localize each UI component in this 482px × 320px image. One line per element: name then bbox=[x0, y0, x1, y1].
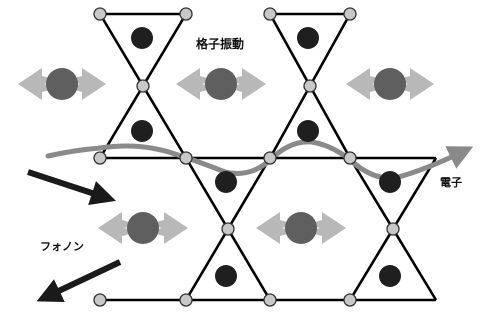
small-atom bbox=[297, 120, 319, 142]
lattice-node bbox=[94, 294, 106, 306]
large-atom bbox=[374, 68, 406, 100]
lattice-node bbox=[387, 223, 399, 235]
electron-path bbox=[48, 142, 462, 178]
label-lattice-vibration: 格子振動 bbox=[196, 36, 244, 51]
phonon-arrow-incoming bbox=[28, 172, 104, 197]
lattice-node bbox=[304, 80, 316, 92]
phonon-arrow-outgoing bbox=[48, 262, 120, 296]
lattice-node bbox=[344, 152, 356, 164]
small-atom bbox=[215, 171, 237, 193]
vibration-arrow bbox=[232, 68, 266, 100]
lattice-node bbox=[180, 294, 192, 306]
lattice-node bbox=[344, 294, 356, 306]
vibrating-atom-3 bbox=[346, 68, 434, 100]
large-atom bbox=[127, 212, 159, 244]
lattice-node bbox=[222, 223, 234, 235]
lattice-node bbox=[94, 152, 106, 164]
vibration-arrow bbox=[312, 212, 346, 244]
small-atom bbox=[215, 265, 237, 287]
small-atom bbox=[131, 120, 153, 142]
vibrating-atom-5 bbox=[256, 212, 346, 244]
small-atom bbox=[297, 27, 319, 49]
lattice-node bbox=[180, 8, 192, 20]
vibration-arrow bbox=[176, 68, 210, 100]
lattice-node bbox=[344, 8, 356, 20]
large-atom bbox=[285, 212, 317, 244]
vibrating-atom-1 bbox=[18, 68, 106, 100]
lattice-node bbox=[137, 80, 149, 92]
small-atom bbox=[379, 171, 401, 193]
lattice-node bbox=[264, 8, 276, 20]
vibrating-atom-4 bbox=[98, 212, 188, 244]
vibration-arrow bbox=[256, 212, 290, 244]
vibration-arrow bbox=[154, 212, 188, 244]
label-electron: 電子 bbox=[440, 176, 462, 189]
vibration-arrow bbox=[98, 212, 132, 244]
label-phonon: フォノン bbox=[40, 240, 84, 253]
large-atom bbox=[205, 68, 237, 100]
vibrating-atom-2 bbox=[176, 68, 266, 100]
lattice-node bbox=[264, 294, 276, 306]
lattice-node bbox=[264, 152, 276, 164]
lattice-node bbox=[180, 152, 192, 164]
large-atom bbox=[46, 68, 78, 100]
small-atom bbox=[131, 27, 153, 49]
small-atom bbox=[379, 265, 401, 287]
lattice-node bbox=[94, 8, 106, 20]
